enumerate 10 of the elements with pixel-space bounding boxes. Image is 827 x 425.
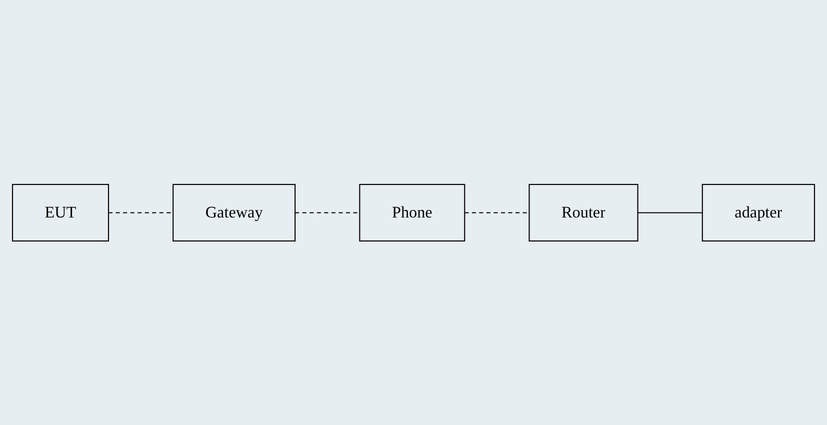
node-box <box>359 184 466 242</box>
node-box <box>12 184 110 242</box>
node-box <box>172 184 296 242</box>
node-box <box>528 184 638 242</box>
connector <box>295 212 360 214</box>
connector <box>638 212 702 214</box>
network-diagram: EUT Gateway Phone Router adapter <box>6 178 821 248</box>
connector <box>464 212 530 214</box>
node-box <box>702 184 815 242</box>
connector <box>108 212 174 214</box>
